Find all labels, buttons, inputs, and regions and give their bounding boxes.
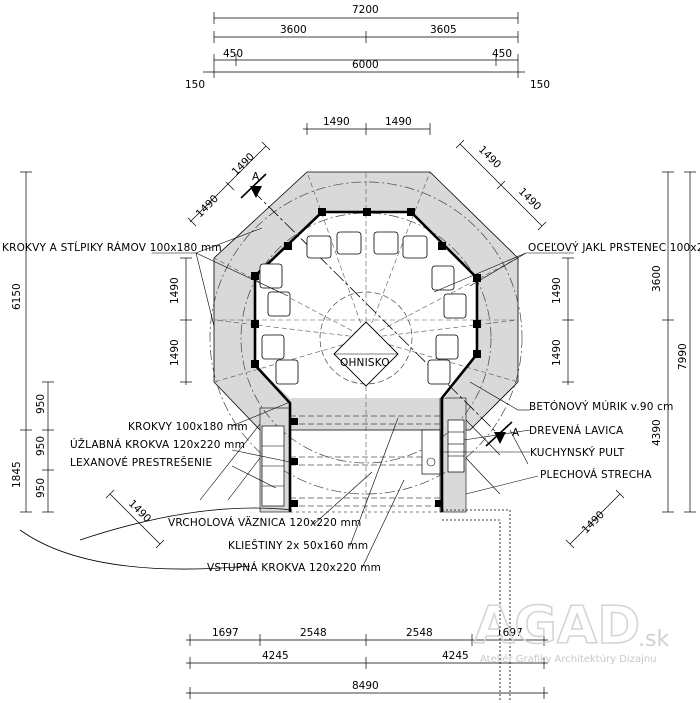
radial-rafters [213,171,519,520]
dim-left-mid-a: 1490 [169,277,181,304]
label-rafters: KROKVY 100x180 mm [128,421,248,433]
dim-left-overall: 6150 [11,283,23,310]
label-rafters-posts: KROKVY A STĹPIKY RÁMOV 100x180 mm [2,241,222,254]
leader-lines [152,227,574,569]
dim-top-inner: 6000 [352,59,379,71]
dim-top-half-left: 3600 [280,24,307,36]
dim-top-edge-left: 450 [223,48,243,60]
dim-left-1845: 1845 [11,461,23,488]
annotations: KROKVY A STĹPIKY RÁMOV 100x180 mm OCEĽOV… [2,241,700,574]
section-letter-bottom: A [512,427,520,439]
top-dimensions [203,12,525,135]
dim-upper-right: 1490 [385,116,412,128]
left-dimensions [20,171,192,513]
dim-upper-left: 1490 [323,116,350,128]
diagonal-dimensions-top [187,139,547,231]
dim-top-edge-right: 450 [492,48,512,60]
right-dimension-texts: 7990 3600 4390 1490 1490 [551,265,689,446]
section-letter-top: A [252,171,260,183]
dim-bottom-a: 1697 [212,627,239,639]
fireplace: OHNISKO [333,321,399,387]
dim-right-3600: 3600 [651,265,663,292]
bottom-dimensions [186,634,548,699]
bottom-diagonal-dimensions [105,489,625,549]
dim-diag-left-a: 1490 [194,193,221,220]
label-valley-rafter: ÚŽLABNÁ KROKVA 120x220 mm [70,438,245,451]
kitchen-counter [421,429,441,475]
dim-right-4390: 4390 [651,419,663,446]
dim-top-offset-left: 150 [185,79,205,91]
right-dimensions [562,171,696,513]
label-ridge-beam: VRCHOLOVÁ VÄZNICA 120x220 mm [168,516,361,529]
label-kitchen-counter: KUCHYNSKÝ PULT [530,446,625,459]
section-markers: A A [240,171,520,447]
dim-right-mid-a: 1490 [551,277,563,304]
bottom-dimension-texts: 1697 2548 2548 1697 4245 4245 8490 [212,627,523,692]
dim-left-mid-b: 1490 [169,339,181,366]
label-tongs: KLIEŠTINY 2x 50x160 mm [228,539,368,552]
label-metal-roof: PLECHOVÁ STRECHA [540,468,652,481]
watermark-domain: .sk [638,627,669,652]
watermark-tagline: Ateliér Grafiky Architektúry Dizajnu [480,653,657,665]
dim-diag-right-a: 1490 [476,144,503,171]
chairs [259,231,467,385]
dim-bottom-half-left: 4245 [262,650,289,662]
dim-bottom-diag-right: 1490 [580,509,607,536]
dim-left-950-b: 950 [35,436,47,456]
label-entry-rafter: VSTUPNÁ KROKVA 120x220 mm [207,561,381,574]
dim-right-mid-b: 1490 [551,339,563,366]
left-dimension-texts: 6150 1490 1490 950 950 950 1845 [11,277,181,498]
label-lexan-roof: LEXANOVÉ PRESTREŠENIE [70,456,212,469]
top-dimension-texts: 7200 3600 3605 450 6000 450 150 150 1490… [185,4,550,128]
dim-right-overall: 7990 [677,343,689,370]
dim-top-total: 7200 [352,4,379,16]
dim-top-offset-right: 150 [530,79,550,91]
label-steel-ring: OCEĽOVÝ JAKL PRSTENEC 100x20 [528,241,700,254]
label-wooden-bench: DREVENÁ LAVICA [529,424,624,437]
label-concrete-wall: BETÓNOVÝ MÚRIK v.90 cm [529,400,674,413]
dim-left-950-a: 950 [35,394,47,414]
dim-bottom-c: 2548 [406,627,433,639]
dim-diag-right-b: 1490 [516,186,543,213]
posts [251,208,481,507]
fireplace-label: OHNISKO [340,357,390,369]
watermark-brand: AGAD [474,596,640,656]
dim-bottom-d: 1697 [496,627,523,639]
dim-bottom-half-right: 4245 [442,650,469,662]
agad-watermark: AGAD .sk Ateliér Grafiky Architektúry Di… [473,595,669,665]
dim-bottom-b: 2548 [300,627,327,639]
dim-left-950-c: 950 [35,478,47,498]
dim-top-half-right: 3605 [430,24,457,36]
dim-bottom-total: 8490 [352,680,379,692]
